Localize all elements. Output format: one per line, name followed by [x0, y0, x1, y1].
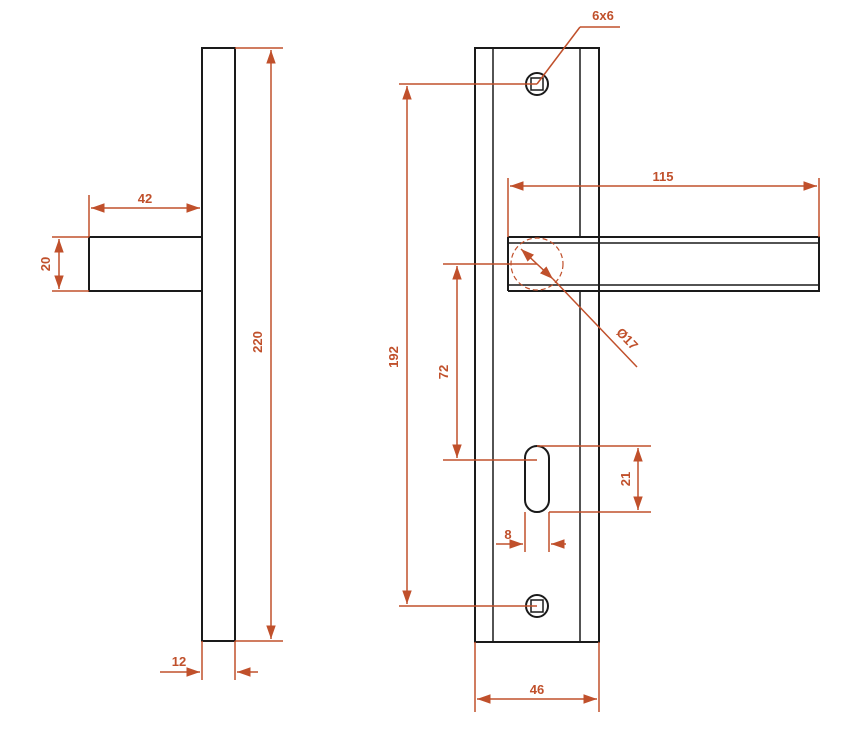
handle-side-outline	[88, 236, 203, 292]
dim-handle-length: 42	[88, 191, 200, 237]
dim-plate-width: 46	[474, 642, 600, 712]
dim-plate-height: 220	[235, 47, 283, 642]
dim-label-handle-length: 42	[138, 191, 152, 206]
dim-label-keyhole-width: 8	[504, 527, 511, 542]
dim-handle-thickness: 20	[38, 236, 89, 292]
dim-spindle-square: 6x6	[536, 8, 620, 85]
side-view: 42 20 220 12	[38, 47, 283, 680]
lever	[507, 236, 820, 292]
dim-label-rosette-diameter: Ø17	[613, 325, 641, 353]
plate-side-outline	[201, 47, 236, 642]
dim-label-screw-spacing: 192	[386, 346, 401, 368]
dim-label-keyhole-height: 21	[618, 472, 633, 486]
dim-label-plate-height: 220	[250, 331, 265, 353]
keyhole-slot	[524, 445, 550, 513]
dim-label-plate-thickness: 12	[172, 654, 186, 669]
dim-plate-thickness: 12	[160, 641, 258, 680]
dim-label-plate-width: 46	[530, 682, 544, 697]
dim-label-spindle-square: 6x6	[592, 8, 614, 23]
dim-spindle-to-keyhole: 72	[436, 263, 537, 461]
dim-label-lever-length: 115	[653, 169, 674, 184]
dim-lever-length: 115	[507, 169, 820, 237]
dim-label-spindle-to-keyhole: 72	[436, 365, 451, 379]
dim-rosette-diameter: Ø17	[520, 248, 641, 368]
front-view: 6x6 115 Ø17 192 72	[386, 8, 820, 712]
dim-label-handle-thickness: 20	[38, 257, 53, 271]
dim-keyhole-width: 8	[496, 512, 566, 552]
dim-screw-spacing: 192	[386, 83, 537, 607]
plate-front-outline	[474, 47, 600, 643]
dim-keyhole-height: 21	[537, 445, 651, 513]
